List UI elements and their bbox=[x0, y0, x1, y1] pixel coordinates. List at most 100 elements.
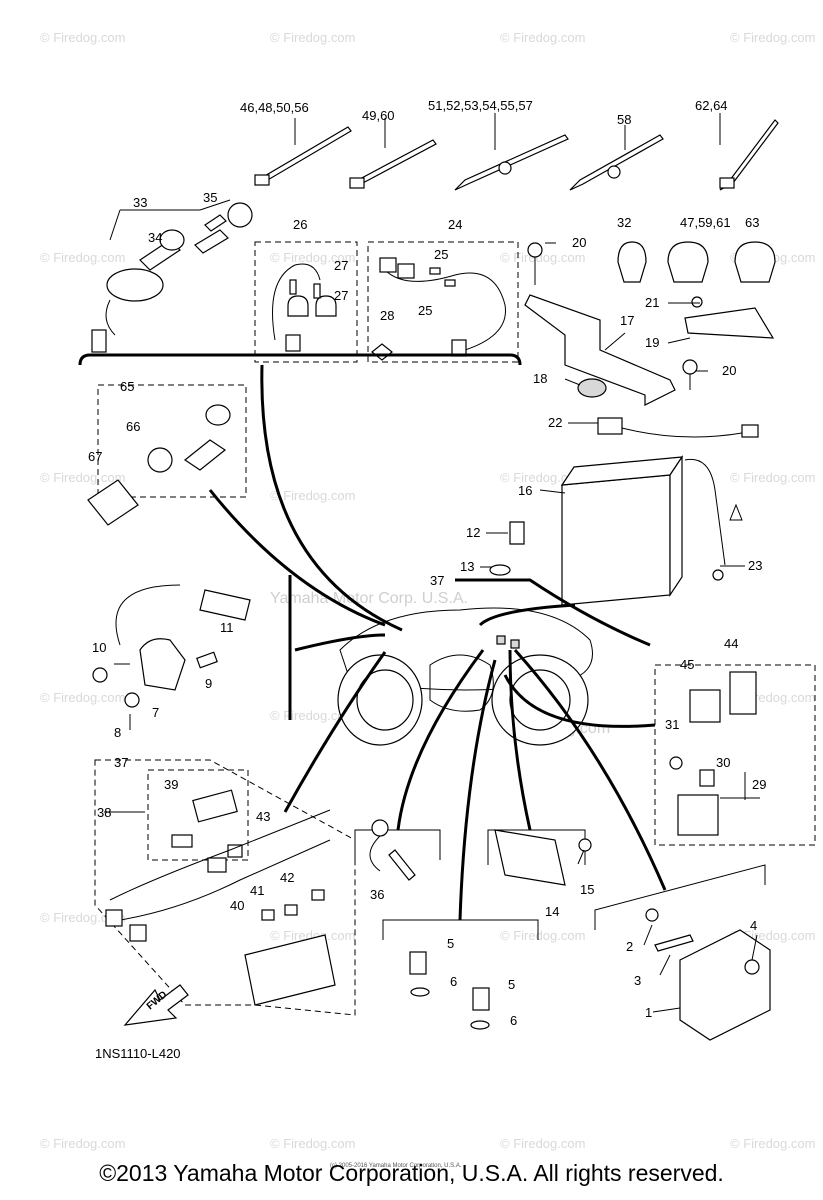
callout: 21 bbox=[645, 295, 659, 310]
cdi-unit bbox=[679, 929, 771, 1041]
callout: 37 bbox=[430, 573, 444, 588]
callout: 3 bbox=[634, 973, 641, 988]
callout: 23 bbox=[748, 558, 762, 573]
watermark: © Firedog.com bbox=[40, 690, 125, 705]
callout: 66 bbox=[126, 419, 140, 434]
watermark: © Firedog.com bbox=[270, 488, 355, 503]
fuse-41 bbox=[284, 904, 298, 916]
cable-tie-head bbox=[254, 174, 270, 186]
watermark: © Firedog.com bbox=[40, 910, 125, 925]
dashed-box-38 bbox=[147, 769, 249, 861]
sensor-12 bbox=[509, 521, 525, 545]
callout: 30 bbox=[716, 755, 730, 770]
watermark: © Firedog.com bbox=[270, 928, 355, 943]
dashed-box-24 bbox=[367, 241, 519, 363]
callout: 5 bbox=[447, 936, 454, 951]
callout: 39 bbox=[164, 777, 178, 792]
callout: 51,52,53,54,55,57 bbox=[428, 98, 533, 113]
watermark: © Firedog.com bbox=[730, 1136, 815, 1151]
callout: 65 bbox=[120, 379, 134, 394]
fuse-39 bbox=[192, 789, 238, 823]
watermark-yamaha: Yamaha Motor Corp. U.S.A. bbox=[270, 590, 468, 607]
callout: 27 bbox=[334, 288, 348, 303]
callout: 28 bbox=[380, 308, 394, 323]
main-switch-body bbox=[106, 268, 164, 302]
battery-group bbox=[489, 417, 759, 606]
callout: 33 bbox=[133, 195, 147, 210]
cable-ties-group bbox=[254, 113, 779, 191]
callout: 29 bbox=[752, 777, 766, 792]
watermark: © Firedog.com bbox=[730, 470, 815, 485]
fwd-arrow: FWD bbox=[123, 984, 189, 1026]
callout: 41 bbox=[250, 883, 264, 898]
callout: 6 bbox=[450, 974, 457, 989]
callout: 13 bbox=[460, 559, 474, 574]
callout: 25 bbox=[434, 247, 448, 262]
callout: 43 bbox=[256, 809, 270, 824]
callout: 47,59,61 bbox=[680, 215, 731, 230]
callout: 20 bbox=[572, 235, 586, 250]
watermark: © Firedog.com bbox=[730, 30, 815, 45]
watermark: © Firedog.com bbox=[500, 928, 585, 943]
fuse-42 bbox=[311, 889, 325, 901]
relay-45 bbox=[689, 689, 721, 723]
cable-tie-part bbox=[454, 134, 569, 191]
callout: 63 bbox=[745, 215, 759, 230]
watermark: © Firedog.com bbox=[270, 1136, 355, 1151]
gasket-13 bbox=[489, 564, 511, 576]
callout: 14 bbox=[545, 904, 559, 919]
callout: 34 bbox=[148, 230, 162, 245]
callout: 6 bbox=[510, 1013, 517, 1028]
callout: 1 bbox=[645, 1005, 652, 1020]
leader-lines bbox=[104, 242, 760, 1013]
battery-lead-connector bbox=[741, 424, 759, 438]
dashed-box-65 bbox=[97, 384, 247, 498]
washer-6b bbox=[470, 1020, 490, 1030]
fine-print: (c) 2005-2016 Yamaha Motor Corporation, … bbox=[330, 1163, 462, 1169]
battery-bracket bbox=[524, 294, 676, 406]
callout: 36 bbox=[370, 887, 384, 902]
watermark: © Firedog.com bbox=[500, 250, 585, 265]
bolt-5b bbox=[472, 987, 490, 1011]
callout: 7 bbox=[152, 705, 159, 720]
main-switch-group bbox=[91, 199, 253, 353]
callout: 10 bbox=[92, 640, 106, 655]
callout: 37 bbox=[114, 755, 128, 770]
callout: 67 bbox=[88, 449, 102, 464]
outlet-cap bbox=[205, 404, 231, 426]
callout-labels: 46,48,50,56 49,60 51,52,53,54,55,57 58 6… bbox=[88, 98, 766, 1028]
callout: 16 bbox=[518, 483, 532, 498]
cable-tie-part bbox=[569, 134, 664, 191]
relay-group bbox=[669, 671, 757, 836]
callout: 38 bbox=[97, 805, 111, 820]
callout: 42 bbox=[280, 870, 294, 885]
callout: 19 bbox=[645, 335, 659, 350]
callout: 40 bbox=[230, 898, 244, 913]
grommet-part bbox=[371, 343, 393, 361]
callout: 24 bbox=[448, 217, 462, 232]
fuse-box bbox=[244, 934, 336, 1006]
starter-relay bbox=[677, 794, 719, 836]
diagram-code: 1NS1110-L420 bbox=[95, 1046, 181, 1061]
callout: 15 bbox=[580, 882, 594, 897]
bolt-5a bbox=[409, 951, 427, 975]
clamp-32 bbox=[617, 241, 647, 283]
callout: 58 bbox=[617, 112, 631, 127]
callout: 25 bbox=[418, 303, 432, 318]
callout: 2 bbox=[626, 939, 633, 954]
dashed-box-26 bbox=[254, 241, 358, 363]
switch-cap bbox=[227, 202, 253, 228]
callout: 27 bbox=[334, 258, 348, 273]
switch-connector bbox=[91, 329, 107, 353]
callout: 46,48,50,56 bbox=[240, 100, 309, 115]
bolts-group bbox=[409, 951, 490, 1030]
watermark: © Firedog.com bbox=[40, 470, 125, 485]
bracket-group bbox=[524, 241, 776, 406]
rectifier-group bbox=[494, 829, 592, 886]
ignition-coil bbox=[139, 638, 186, 691]
fuse-box-22 bbox=[597, 417, 623, 435]
callout: 12 bbox=[466, 525, 480, 540]
callout: 20 bbox=[722, 363, 736, 378]
atv-silhouette bbox=[337, 607, 593, 746]
